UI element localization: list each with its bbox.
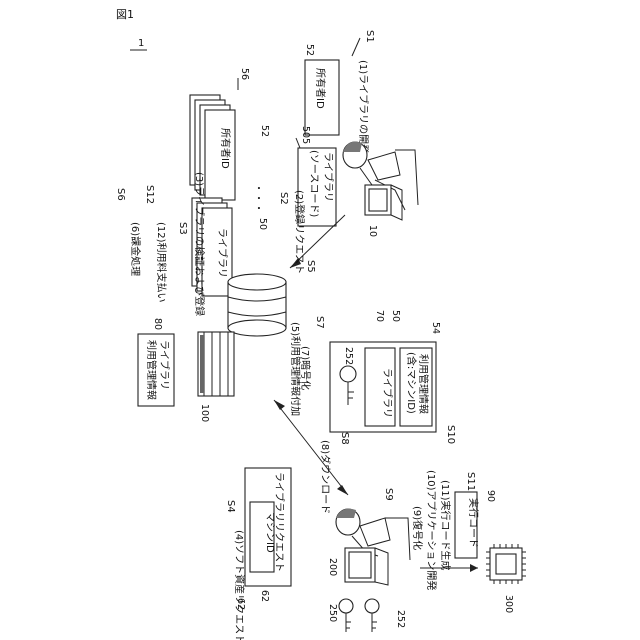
ref-50-stack: 50	[257, 218, 268, 230]
step-s7-label: (7)暗号化	[299, 346, 312, 390]
step-s7-code: S7	[314, 316, 325, 329]
step-s2-code: S2	[278, 192, 289, 205]
step-s10-label: (10)アプリケーション開発	[425, 470, 438, 590]
ref-505: 505	[300, 126, 311, 144]
ref-90: 90	[485, 490, 496, 502]
ref-10: 10	[367, 225, 378, 237]
system-ref-label: 1	[138, 38, 144, 49]
ref-250: 250	[327, 604, 338, 622]
ref-52-dev: 52	[304, 44, 315, 56]
step-s11-code: S11	[465, 472, 476, 491]
ref-252-pkg: 252	[343, 347, 354, 365]
key-icon-250	[339, 599, 353, 632]
step-s3-label: (3)ライブラリの検証および登録	[193, 172, 206, 316]
step-s5-code: S5	[305, 260, 316, 273]
ref-70: 70	[374, 310, 385, 322]
ref-100: 100	[199, 404, 210, 422]
ref-62-inner: 62	[259, 590, 270, 602]
step-s2-label: (2)登録リクエスト	[293, 190, 306, 274]
ref-54: 54	[430, 322, 441, 334]
library-label-stack: ライブラリ	[216, 228, 229, 278]
ref-56: 56	[239, 68, 250, 80]
machine-id-label-req: マシンID	[264, 512, 275, 553]
ref-62-outer: 62	[235, 598, 246, 610]
step-s1-code: S1	[364, 30, 375, 43]
pkg-usage-label-1: 利用管理情報	[417, 354, 430, 414]
step-s12-label: (12)利用料支払い	[155, 222, 168, 303]
step-s9-code: S9	[383, 488, 394, 501]
usage-info-label-1: ライブラリ	[158, 340, 171, 390]
ellipsis: ・・・	[252, 183, 263, 213]
step-s10-code: S10	[445, 425, 456, 444]
step-s12-code: S12	[144, 185, 155, 204]
ref-52-stack: 52	[259, 125, 270, 137]
ref-50-pkg: 50	[390, 310, 401, 322]
owner-id-label-stack: 所有者ID	[219, 128, 232, 169]
step-s6-code: S6	[115, 188, 126, 201]
step-s6-label: (6)課金処理	[129, 222, 142, 276]
step-s8-label: (8)ダウンロード	[319, 440, 332, 514]
pkg-usage-label-2: (含:マシンID)	[405, 352, 418, 414]
step-s3-code: S3	[177, 222, 188, 235]
key-icon-252	[365, 599, 379, 632]
chip-icon	[486, 544, 526, 584]
ref-300: 300	[503, 595, 514, 613]
library-source-label-1: ライブラリ	[322, 152, 335, 202]
library-source-label-2: (ソースコード)	[308, 150, 319, 217]
step-s1-label: (1)ライブラリの開発	[357, 60, 370, 154]
usage-info-label-2: 利用管理情報	[145, 340, 158, 400]
ref-200: 200	[327, 558, 338, 576]
owner-id-label-dev: 所有者ID	[314, 68, 327, 109]
step-s11-label: (11)実行コード生成	[439, 480, 452, 571]
step-s9-label: (9)復号化	[411, 506, 424, 550]
pkg-library-label: ライブラリ	[381, 368, 394, 418]
ref-80: 80	[152, 318, 163, 330]
ref-252-key: 252	[395, 610, 406, 628]
step-s8-code: S8	[339, 432, 350, 445]
step-s4-label: (4)ソフト資産リクエスト	[233, 530, 246, 640]
server-icon	[198, 332, 234, 396]
step-s4-code: S4	[225, 500, 236, 513]
exec-code-label: 実行コード	[467, 498, 480, 548]
laptop-icon-dev	[365, 185, 402, 220]
system-ref: 1	[130, 38, 147, 50]
laptop-icon-user	[345, 548, 388, 585]
database-icon	[228, 274, 286, 336]
